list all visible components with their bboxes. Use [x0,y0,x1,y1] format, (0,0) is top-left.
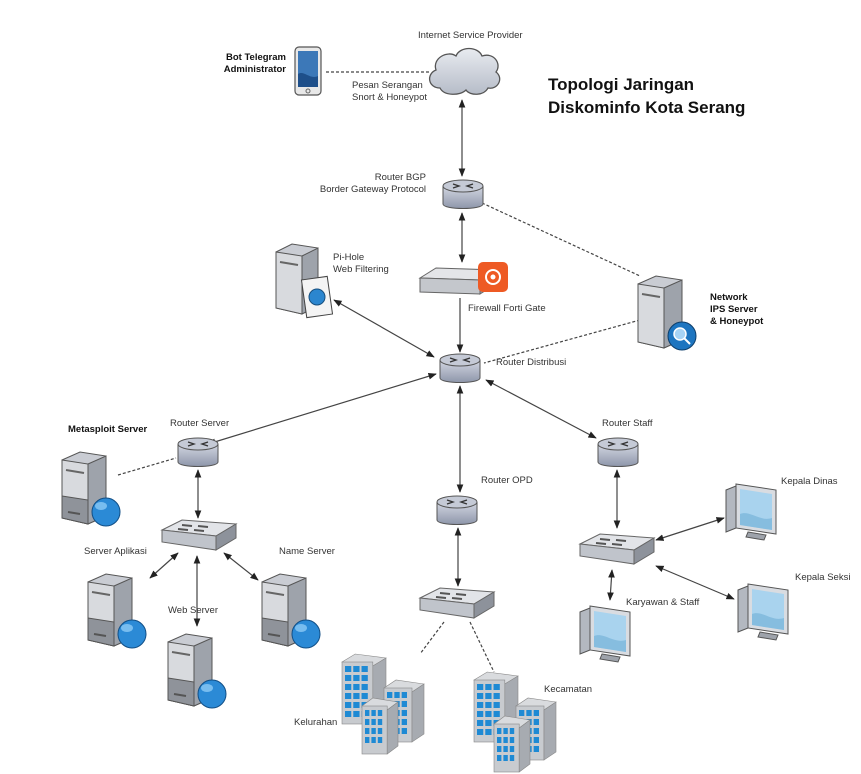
bot-label-line-2: Administrator [223,64,286,75]
ips-label: Network IPS Server & Honeypot [710,292,763,328]
title-line-2: Diskominfo Kota Serang [548,98,746,117]
bot-label-line-1: Bot Telegram [225,52,286,63]
server-aplikasi-label: Server Aplikasi [84,546,147,557]
link-switch-karyawan [607,569,615,601]
alert-link-label: Pesan Serangan Snort & Honeypot [352,80,427,104]
router-server-icon [177,437,219,467]
cloud-icon [429,47,501,95]
router-opd-label: Router OPD [481,475,533,486]
link-ips-distribusi [483,319,641,364]
link-switch-kepaladinas [655,517,725,541]
router-bgp-label-line-1: Router BGP [374,172,426,183]
router-server-label: Router Server [170,418,230,429]
ips-label-line-1: Network [710,292,748,303]
router-staff-label: Router Staff [602,418,653,429]
pihole-label-line-1: Pi-Hole [333,252,365,263]
link-metasploit-routerserver [117,457,177,476]
router-opd-icon [436,495,478,525]
kepala-seksi-workstation-icon [737,583,789,641]
kelurahan-label: Kelurahan [294,717,338,728]
link-switch-kepalaseksi [655,565,735,600]
ips-label-line-2: IPS Server [710,304,758,315]
isp-label: Internet Service Provider [418,30,523,41]
server-search-icon [637,275,697,351]
pihole-label: Pi-Hole Web Filtering [333,252,389,276]
name-server-label: Name Server [279,546,335,557]
alert-label-line-2: Snort & Honeypot [352,92,427,103]
switch-server-icon [160,519,238,551]
bot-label: Bot Telegram Administrator [216,52,286,76]
link-switch-nameserver [223,552,259,581]
router-bgp-label: Router BGP Border Gateway Protocol [298,172,426,196]
link-bgp-ips [481,202,641,277]
firewall-label: Firewall Forti Gate [468,303,546,314]
server-filter-icon [275,243,334,319]
metasploit-label: Metasploit Server [68,424,148,435]
web-server-icon [167,633,227,709]
link-distribusi-routerstaff [485,379,597,439]
kelurahan-buildings-icon [341,653,425,755]
link-switchopd-kecamatan [469,621,495,673]
switch-staff-icon [578,533,656,565]
link-pihole-distribusi [333,299,435,358]
router-bgp-label-line-2: Border Gateway Protocol [319,184,426,195]
switch-opd-icon [418,587,496,619]
kepala-dinas-label: Kepala Dinas [781,476,838,487]
title-line-1: Topologi Jaringan [548,75,695,94]
alert-label-line-1: Pesan Serangan [352,80,423,91]
router-distribusi-icon [439,353,481,383]
router-staff-icon [597,437,639,467]
web-server-label: Web Server [168,605,218,616]
karyawan-workstation-icon [579,605,631,663]
kepala-dinas-workstation-icon [725,483,777,541]
name-server-icon [261,573,321,649]
kepala-seksi-label: Kepala Seksi [795,572,851,583]
link-distribusi-routerserver [207,373,437,445]
ips-label-line-3: & Honeypot [710,316,764,327]
server-aplikasi-icon [87,573,147,649]
router-bgp-icon [442,179,484,209]
pihole-label-line-2: Web Filtering [333,264,389,275]
firewall-icon [418,262,508,295]
router-distribusi-label: Router Distribusi [496,357,567,368]
link-switch-aplikasi [149,552,179,579]
link-switchopd-kelurahan [419,621,445,655]
karyawan-label: Karyawan & Staff [626,597,700,608]
tablet-icon [294,46,322,96]
diagram-title: Topologi Jaringan Diskominfo Kota Serang [548,73,745,119]
metasploit-server-icon [61,451,121,527]
kecamatan-label: Kecamatan [544,684,593,695]
